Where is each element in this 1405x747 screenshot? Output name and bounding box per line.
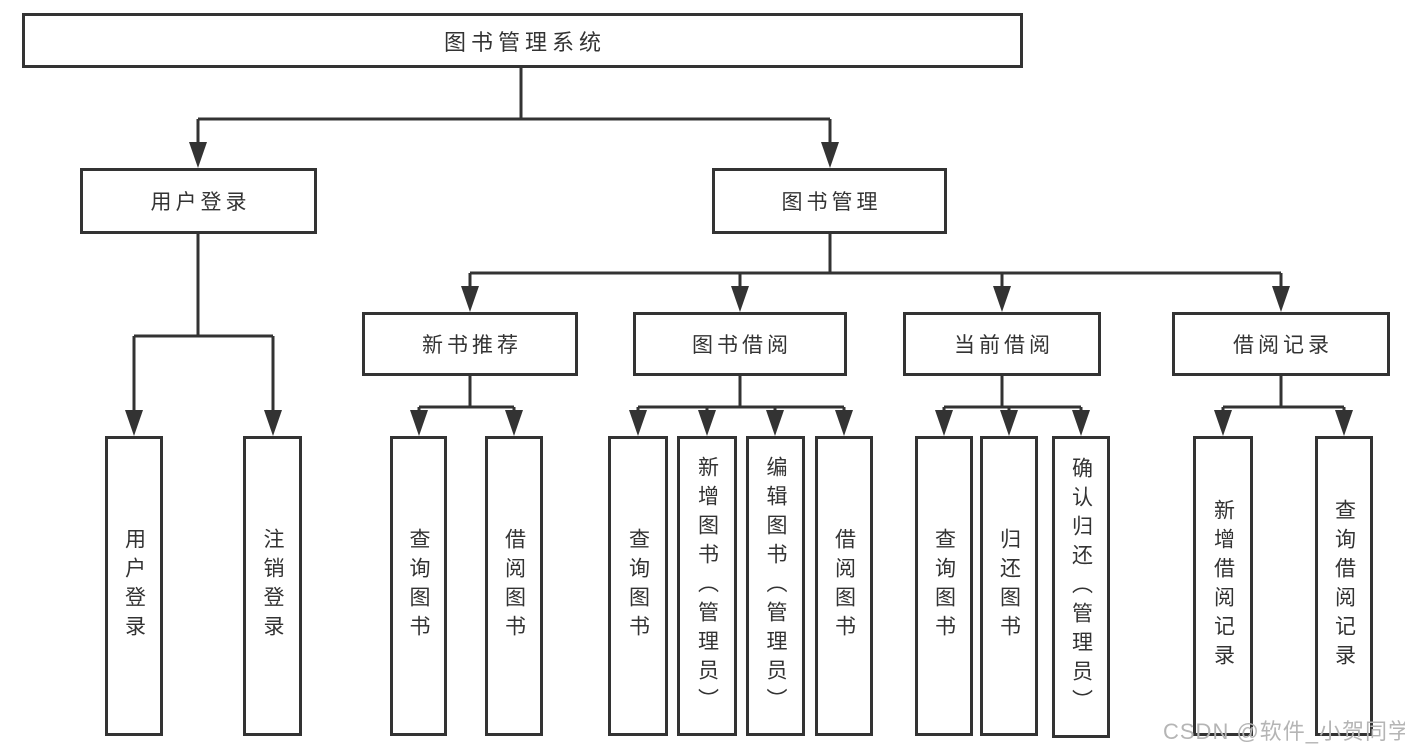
leaf-return-books: 归还图书	[980, 436, 1038, 736]
node-borrow-records: 借阅记录	[1172, 312, 1390, 376]
leaf-user-login: 用户登录	[105, 436, 163, 736]
connector-borrow-records-leaves	[1221, 376, 1346, 414]
arrowheads-user-login-leaves	[125, 410, 282, 436]
node-new-book-recommend: 新书推荐	[362, 312, 578, 376]
leaf-query-books-cb: 查询图书	[915, 436, 973, 736]
leaf-query-books-bb: 查询图书	[608, 436, 668, 736]
node-book-management: 图书管理	[712, 168, 947, 234]
leaf-edit-books-admin: 编辑图书（管理员）	[746, 436, 805, 736]
connector-current-borrow-leaves	[942, 376, 1083, 414]
arrowheads-book-borrow-leaves	[629, 410, 853, 436]
arrowheads-level2	[189, 142, 839, 168]
leaf-borrow-books-nbr: 借阅图书	[485, 436, 543, 736]
connector-new-book-leaves	[417, 376, 516, 414]
connector-user-login-leaves	[132, 234, 275, 414]
arrowheads-level3	[461, 286, 1290, 312]
connector-book-borrow-leaves	[636, 376, 846, 414]
node-current-borrow: 当前借阅	[903, 312, 1101, 376]
leaf-logout: 注销登录	[243, 436, 302, 736]
node-library-system-root: 图书管理系统	[22, 13, 1023, 68]
leaf-query-books-nbr: 查询图书	[390, 436, 447, 736]
node-book-borrow: 图书借阅	[633, 312, 847, 376]
arrowheads-new-book-leaves	[410, 410, 523, 436]
leaf-add-borrow-record: 新增借阅记录	[1193, 436, 1253, 736]
arrowheads-current-borrow-leaves	[935, 410, 1090, 436]
leaf-query-borrow-record: 查询借阅记录	[1315, 436, 1373, 736]
leaf-borrow-books-bb: 借阅图书	[815, 436, 873, 736]
connector-book-mgmt-to-level3	[468, 234, 1283, 290]
node-user-login: 用户登录	[80, 168, 317, 234]
csdn-watermark: CSDN @软件_小贺同学	[1163, 719, 1405, 744]
arrowheads-borrow-records-leaves	[1214, 410, 1353, 436]
leaf-confirm-return-admin: 确认归还（管理员）	[1052, 436, 1110, 738]
leaf-add-books-admin: 新增图书（管理员）	[677, 436, 737, 736]
connector-root-to-level2	[196, 67, 832, 146]
